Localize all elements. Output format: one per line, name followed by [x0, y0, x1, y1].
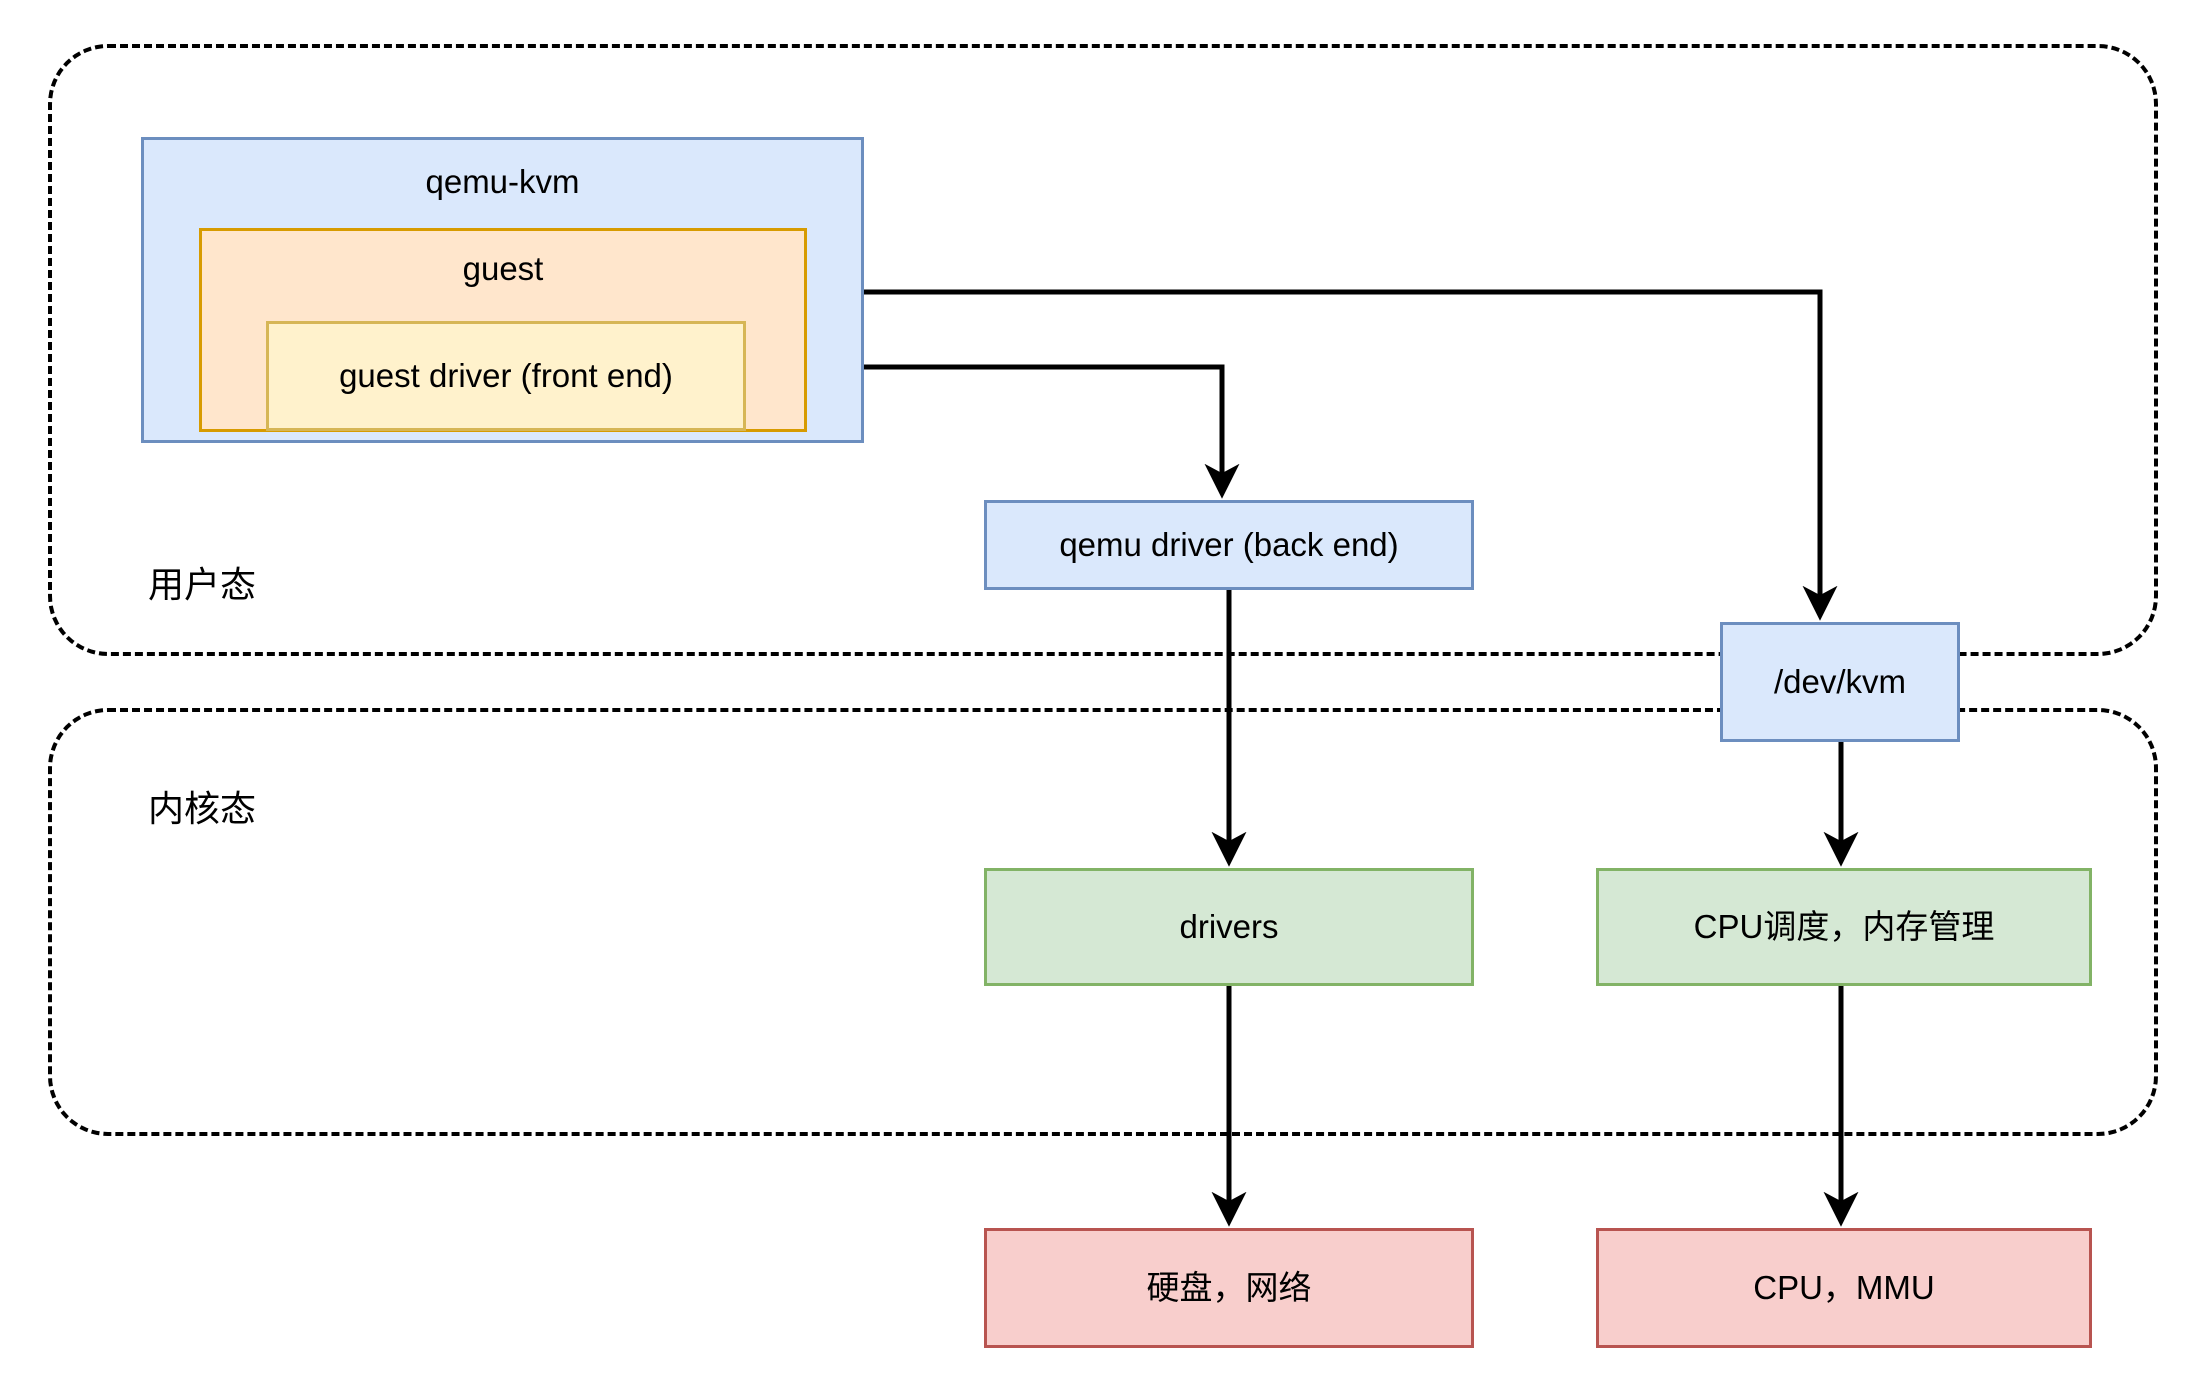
- node-dev-kvm-label: /dev/kvm: [1773, 663, 1907, 701]
- node-cpu-mmu-label: CPU，MMU: [1753, 1269, 1935, 1307]
- node-guest-driver-front-end[interactable]: guest driver (front end): [266, 321, 746, 431]
- node-guest-label: guest: [462, 250, 544, 287]
- node-qemu-kvm-label: qemu-kvm: [425, 163, 580, 200]
- node-qemu-driver-back-end[interactable]: qemu driver (back end): [984, 500, 1474, 590]
- node-drivers[interactable]: drivers: [984, 868, 1474, 986]
- kernel-mode-zone: [48, 708, 2158, 1136]
- node-cpu-mmu[interactable]: CPU，MMU: [1596, 1228, 2092, 1348]
- node-cpu-sched-label: CPU调度，内存管理: [1693, 908, 1995, 946]
- user-mode-zone-label: 用户态: [148, 564, 257, 605]
- node-dev-kvm[interactable]: /dev/kvm: [1720, 622, 1960, 742]
- node-disk-net-label: 硬盘，网络: [1146, 1269, 1312, 1307]
- user-mode-zone: [48, 44, 2158, 656]
- node-drivers-label: drivers: [1179, 908, 1279, 946]
- node-guest-driver-label: guest driver (front end): [339, 357, 673, 395]
- kernel-mode-zone-label: 内核态: [148, 788, 257, 829]
- node-qemu-driver-label: qemu driver (back end): [1059, 526, 1399, 564]
- node-cpu-scheduling-memory-management[interactable]: CPU调度，内存管理: [1596, 868, 2092, 986]
- node-disk-network[interactable]: 硬盘，网络: [984, 1228, 1474, 1348]
